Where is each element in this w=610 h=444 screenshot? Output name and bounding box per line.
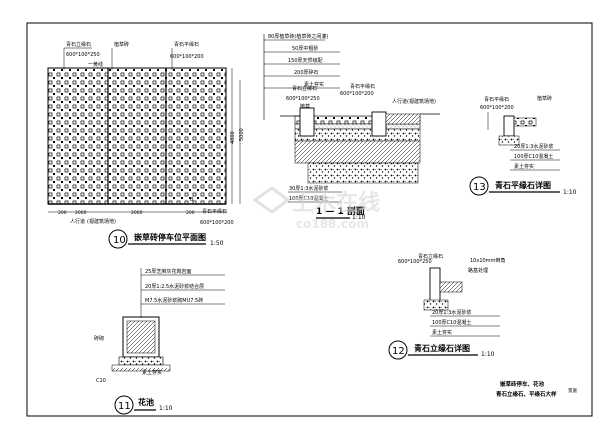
lbl-m1-13: 20厚1:3水泥砂浆 bbox=[514, 143, 553, 150]
lbl-b: B bbox=[190, 197, 194, 203]
lbl-right-dim-1: 600*100*200 bbox=[340, 91, 374, 97]
layer-0: 80厚植草砖(植草砖之间灌) bbox=[268, 33, 328, 40]
layer-4: 素土夯实 bbox=[304, 81, 324, 88]
lbl-side-12: 路基处理 bbox=[468, 267, 488, 274]
num-12: 12 bbox=[392, 346, 405, 357]
lbl-top-13: 青石平缘石 bbox=[484, 96, 509, 103]
note-11-1: 20厚1:2.5水泥砂浆结合层 bbox=[145, 283, 204, 290]
detail-13: 青石平缘石 600*100*200 植草砖 20厚1:3水泥砂浆 100厚C10… bbox=[469, 95, 577, 196]
lbl-m2-13: 100厚C10混凝土 bbox=[514, 153, 553, 160]
lbl-stone-right: 青石平缘石 bbox=[174, 41, 199, 48]
lbl-top-12: 青石立缘石 bbox=[418, 253, 443, 260]
title-10: 嵌草砖停车位平面图 bbox=[134, 232, 206, 242]
lbl-m3-12: 素土夯实 bbox=[432, 329, 452, 336]
layer-3: 200厚碎石 bbox=[294, 69, 319, 76]
watermark-en: co188.com bbox=[296, 217, 369, 231]
dim-4800: 4800 bbox=[230, 131, 236, 144]
lbl-dim-13: 600*100*200 bbox=[480, 105, 514, 111]
title-1-1: 1 — 1 剖面 bbox=[316, 205, 365, 217]
title-11: 花池 bbox=[138, 397, 154, 407]
lbl-left-stone-1: 青石立缘石 bbox=[292, 85, 317, 92]
lbl-bracket: 一黄线 bbox=[88, 61, 103, 68]
detail-11: 25厚芝麻灰花岗岩面 20厚1:2.5水泥砂浆结合层 M7.5水泥砂浆砌MU7.… bbox=[94, 268, 225, 415]
section-1-1: 80厚植草砖(植草砖之间灌) 50厚中粗砂 150厚天然级配 200厚碎石 素土… bbox=[263, 33, 440, 221]
title-block: 嵌草砖停车、花池 青石立缘石、平缘石大样 景施 bbox=[496, 380, 577, 398]
num-10: 10 bbox=[113, 235, 126, 246]
lbl-grass: 植草砖 bbox=[114, 41, 129, 48]
lbl-stone-right-dim: 600*100*200 bbox=[170, 54, 204, 60]
lbl-bottom-stone: 青石平缘石 bbox=[202, 208, 227, 215]
scale-12: 1:10 bbox=[481, 351, 495, 358]
titleblock-line1: 嵌草砖停车、花池 bbox=[500, 380, 545, 388]
drawing-frame bbox=[26, 22, 593, 417]
lbl-m2-12: 100厚C10混凝土 bbox=[432, 319, 471, 326]
lbl-dim-12: 600*100*250 bbox=[398, 259, 432, 265]
lbl-bottom-11: 素土夯实 bbox=[142, 369, 162, 376]
lbl-side-13: 植草砖 bbox=[537, 95, 552, 102]
layer-1: 50厚中粗砂 bbox=[292, 45, 318, 52]
num-13: 13 bbox=[473, 182, 486, 193]
num-11: 11 bbox=[118, 401, 131, 412]
dim-b2: 2000 bbox=[75, 210, 87, 216]
title-12: 青石立缘石详图 bbox=[414, 343, 470, 353]
note-11-0: 25厚芝麻灰花岗岩面 bbox=[145, 268, 191, 275]
dim-5000: 5000 bbox=[239, 128, 245, 141]
scale-13: 1:10 bbox=[563, 189, 577, 196]
titleblock-sheet: 景施 bbox=[568, 387, 577, 394]
grass-paver-area bbox=[47, 67, 227, 205]
titleblock-line2: 青石立缘石、平缘石大样 bbox=[496, 390, 557, 398]
dim-b1: 200 bbox=[58, 210, 67, 216]
lbl-stone-left-dim: 600*100*250 bbox=[66, 52, 100, 58]
lbl-stone-left: 青石立缘石 bbox=[66, 41, 91, 48]
lbl-c10-11: C10 bbox=[96, 378, 106, 384]
dim-b3: 2000 bbox=[131, 210, 143, 216]
lbl-left-dim-1: 600*100*250 bbox=[286, 96, 320, 102]
lbl-m3-13: 素土夯实 bbox=[514, 163, 534, 170]
dim-b4: 200 bbox=[186, 210, 195, 216]
layer-2: 150厚天然级配 bbox=[288, 57, 323, 64]
lbl-walk-note: (视建筑场地) bbox=[87, 218, 116, 225]
scale-1-1: 1:10 bbox=[352, 214, 366, 221]
title-13: 青石平缘石详图 bbox=[495, 180, 551, 190]
lbl-bottom-dim: 600*100*200 bbox=[200, 220, 234, 226]
note-11-2: M7.5水泥砂浆砌MU7.5砖 bbox=[145, 297, 203, 304]
scale-10: 1:50 bbox=[210, 240, 224, 247]
lbl-walk-1: 人行道(视建筑场地) bbox=[392, 98, 436, 105]
plan-view-10: 青石立缘石 600*100*250 一黄线 植草砖 青石平缘石 600*100*… bbox=[47, 41, 245, 249]
watermark: 土木在线 co188.com bbox=[252, 186, 380, 231]
lbl-joint-12: 10x10mm倒角 bbox=[470, 257, 505, 264]
lbl-concrete-1: 100厚C10混凝土 bbox=[289, 195, 328, 202]
lbl-m1-12: 20厚1:3水泥砂浆 bbox=[432, 309, 471, 316]
lbl-mortar-1: 30厚1:3水泥砂浆 bbox=[289, 185, 328, 192]
lbl-right-stone-1: 青石平缘石 bbox=[350, 83, 375, 90]
watermark-cn: 土木在线 bbox=[292, 190, 380, 216]
lbl-left-11: 砖砌 bbox=[94, 335, 104, 342]
detail-12: 青石立缘石 600*100*250 10x10mm倒角 路基处理 20厚1:3水… bbox=[388, 253, 505, 360]
lbl-grass-1: 植草 bbox=[300, 103, 310, 110]
scale-11: 1:10 bbox=[159, 405, 173, 412]
lbl-walk: 人行道 bbox=[70, 218, 85, 225]
